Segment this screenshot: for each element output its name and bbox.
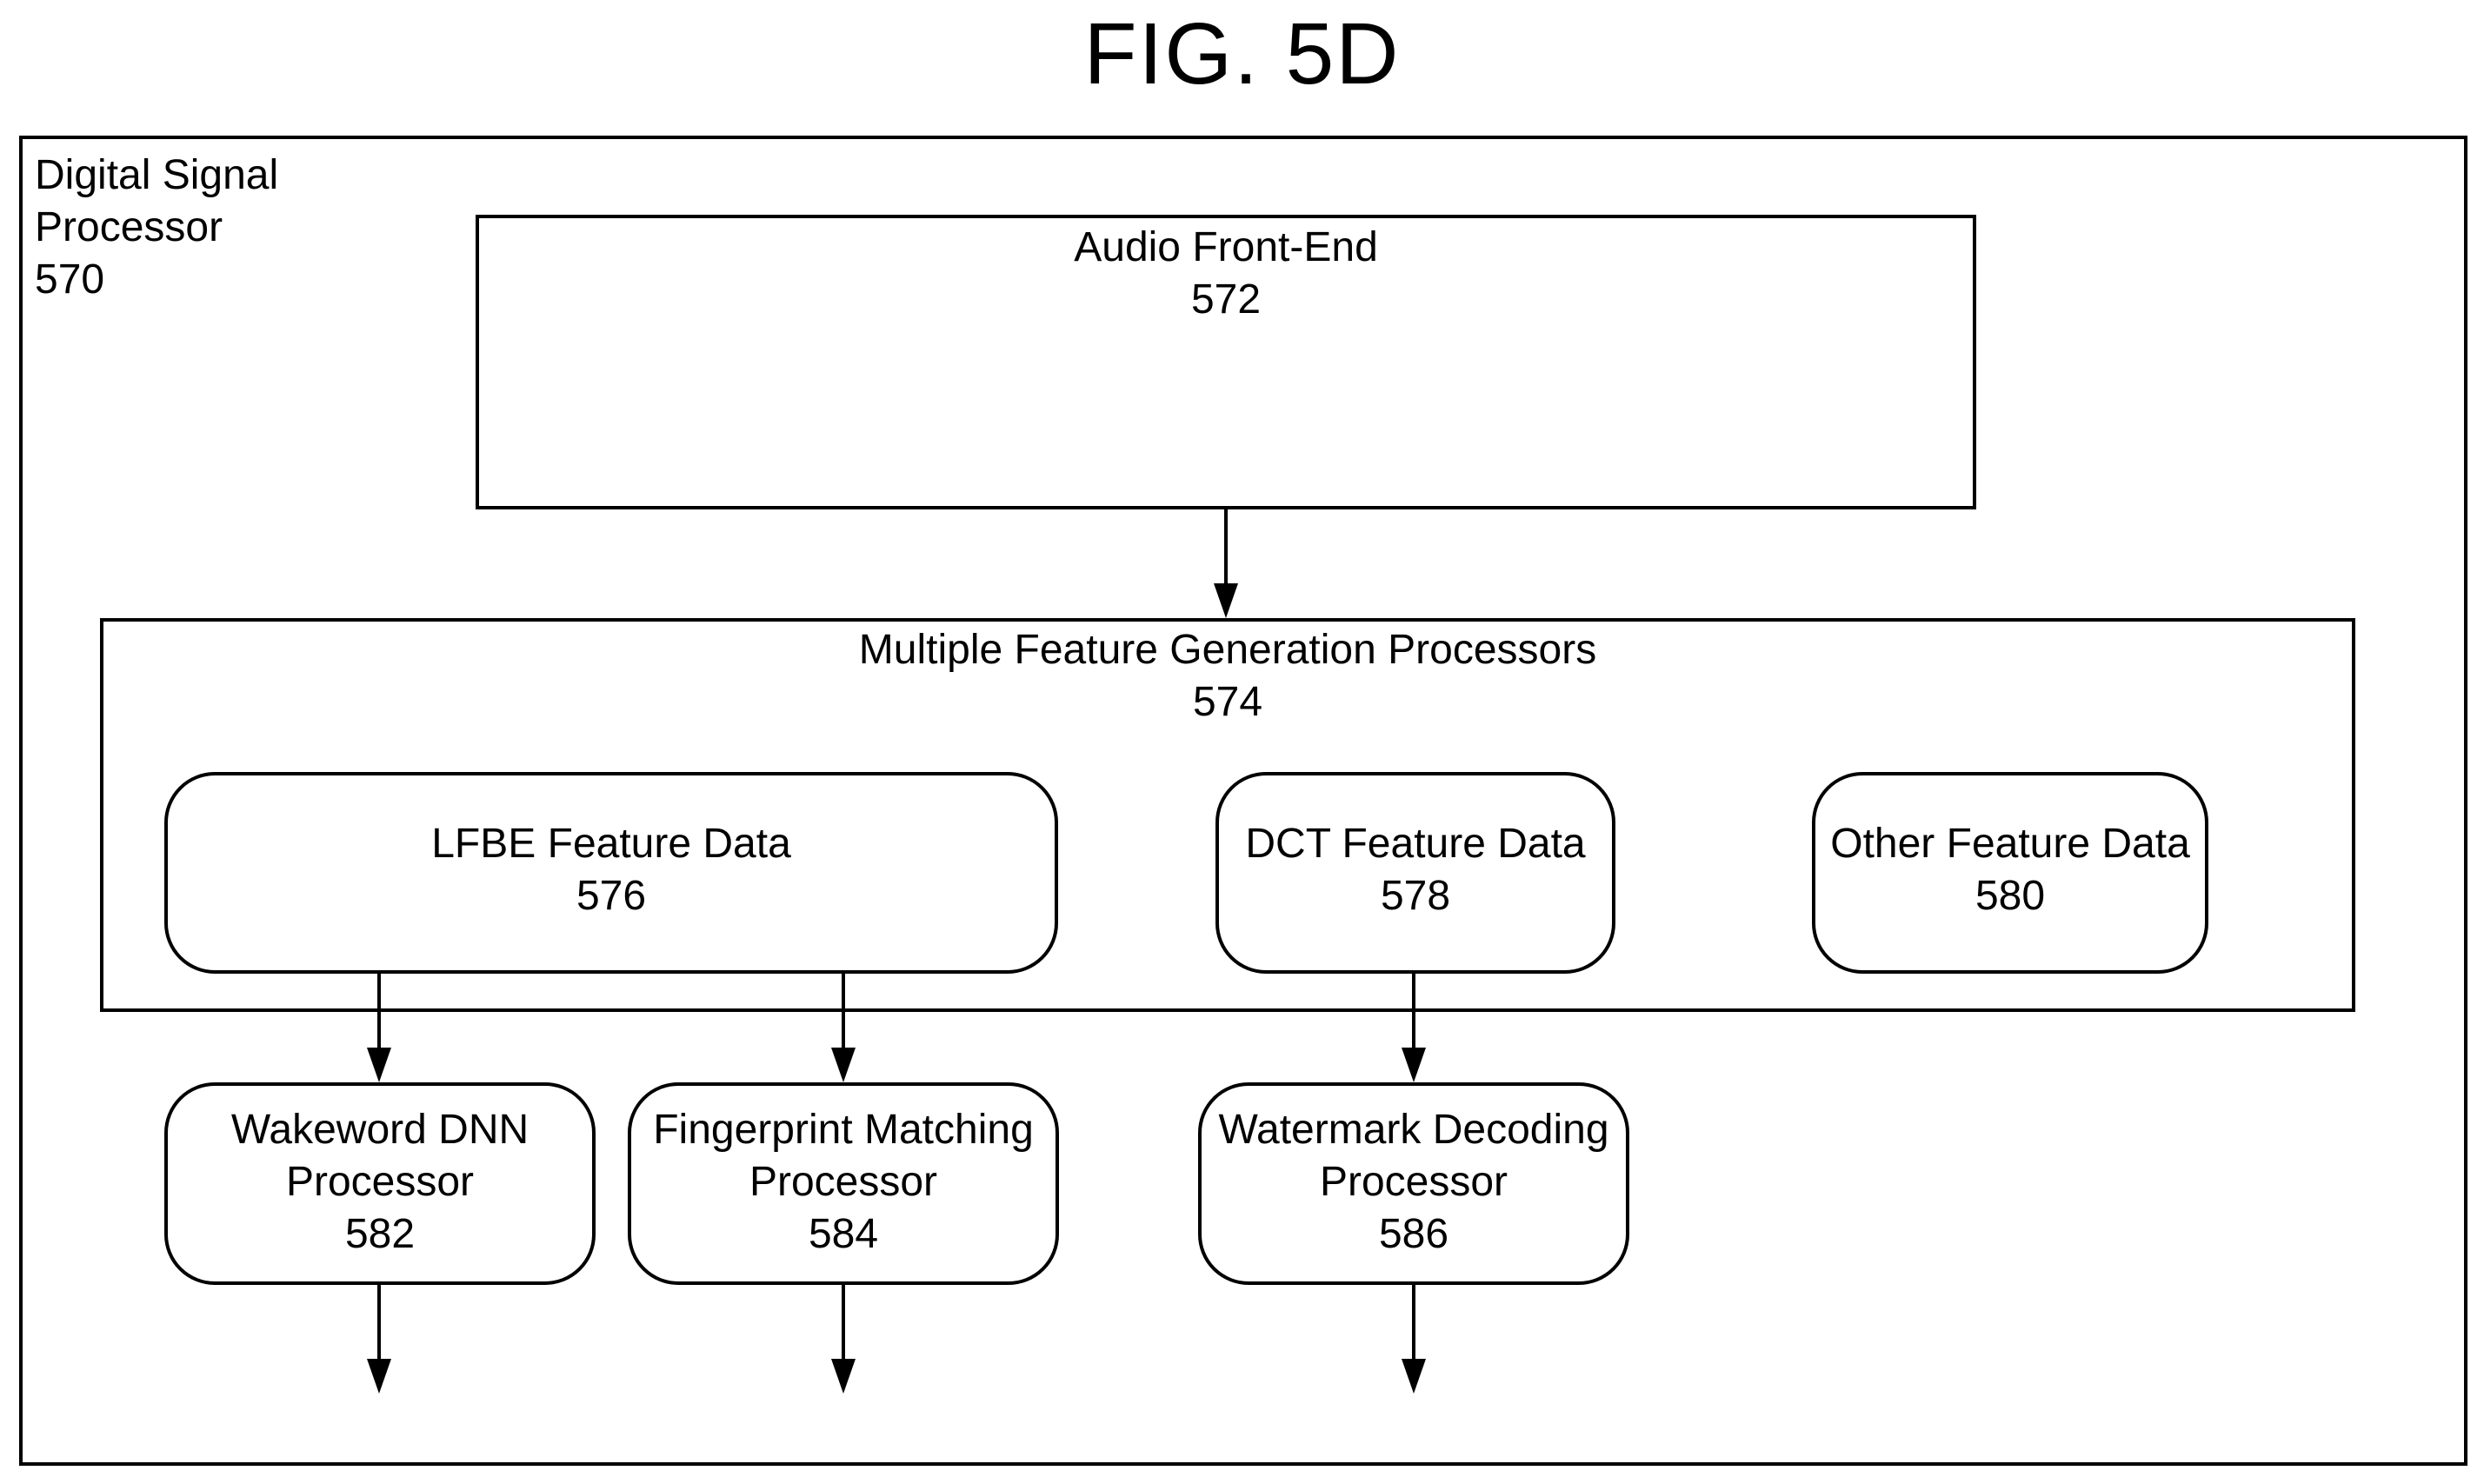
watermark-decoding-processor-number: 586	[1198, 1208, 1629, 1261]
other-feature-data-number: 580	[1812, 870, 2208, 922]
wakeword-dnn-processor-line2: Processor	[164, 1156, 596, 1208]
feature-generation-label: Multiple Feature Generation Processors 5…	[100, 624, 2355, 729]
dsp-label-line2: Processor	[35, 202, 278, 254]
dsp-number: 570	[35, 254, 278, 306]
dct-feature-data-number: 578	[1215, 870, 1615, 922]
audio-front-end-title: Audio Front-End	[476, 222, 1976, 274]
wakeword-dnn-processor-number: 582	[164, 1208, 596, 1261]
lfbe-feature-data-title: LFBE Feature Data	[164, 818, 1058, 870]
dct-feature-data-label: DCT Feature Data 578	[1215, 818, 1615, 922]
dct-feature-data-title: DCT Feature Data	[1215, 818, 1615, 870]
watermark-decoding-processor-line1: Watermark Decoding	[1198, 1104, 1629, 1156]
other-feature-data-title: Other Feature Data	[1812, 818, 2208, 870]
figure-title: FIG. 5D	[0, 2, 2484, 106]
watermark-decoding-processor-label: Watermark Decoding Processor 586	[1198, 1104, 1629, 1261]
fingerprint-matching-processor-label: Fingerprint Matching Processor 584	[628, 1104, 1059, 1261]
watermark-decoding-processor-line2: Processor	[1198, 1156, 1629, 1208]
other-feature-data-label: Other Feature Data 580	[1812, 818, 2208, 922]
audio-front-end-number: 572	[476, 274, 1976, 326]
fingerprint-matching-processor-line1: Fingerprint Matching	[628, 1104, 1059, 1156]
fingerprint-matching-processor-number: 584	[628, 1208, 1059, 1261]
lfbe-feature-data-label: LFBE Feature Data 576	[164, 818, 1058, 922]
wakeword-dnn-processor-label: Wakeword DNN Processor 582	[164, 1104, 596, 1261]
fingerprint-matching-processor-line2: Processor	[628, 1156, 1059, 1208]
feature-generation-number: 574	[100, 676, 2355, 729]
lfbe-feature-data-number: 576	[164, 870, 1058, 922]
feature-generation-title: Multiple Feature Generation Processors	[100, 624, 2355, 676]
digital-signal-processor-label: Digital Signal Processor 570	[35, 150, 278, 306]
audio-front-end-label: Audio Front-End 572	[476, 222, 1976, 326]
wakeword-dnn-processor-line1: Wakeword DNN	[164, 1104, 596, 1156]
dsp-label-line1: Digital Signal	[35, 150, 278, 202]
